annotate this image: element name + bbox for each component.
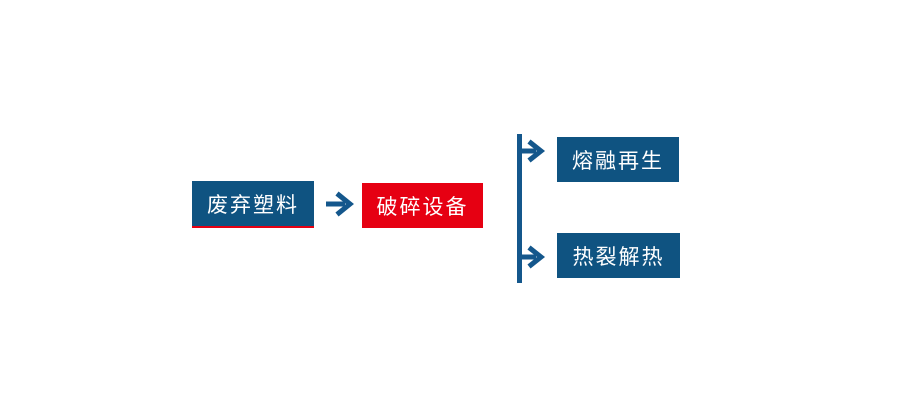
arrow-right-head [335,191,354,217]
branch-top-arrow-head [527,139,546,163]
node-pyrolysis-heat: 热裂解热 [557,233,680,278]
branch-connector [517,134,546,283]
node-crushing-equipment-label: 破碎设备 [376,194,469,219]
branch-bottom-arrow-head [527,245,546,269]
node-melt-regeneration: 熔融再生 [557,137,679,182]
node-crushing-equipment: 破碎设备 [362,183,483,228]
node-waste-plastic-label: 废弃塑料 [207,192,299,217]
node-pyrolysis-heat-label: 热裂解热 [572,244,665,269]
node-waste-plastic: 废弃塑料 [192,181,314,228]
node-melt-regeneration-label: 熔融再生 [572,148,664,173]
arrow-right-icon [326,191,354,217]
